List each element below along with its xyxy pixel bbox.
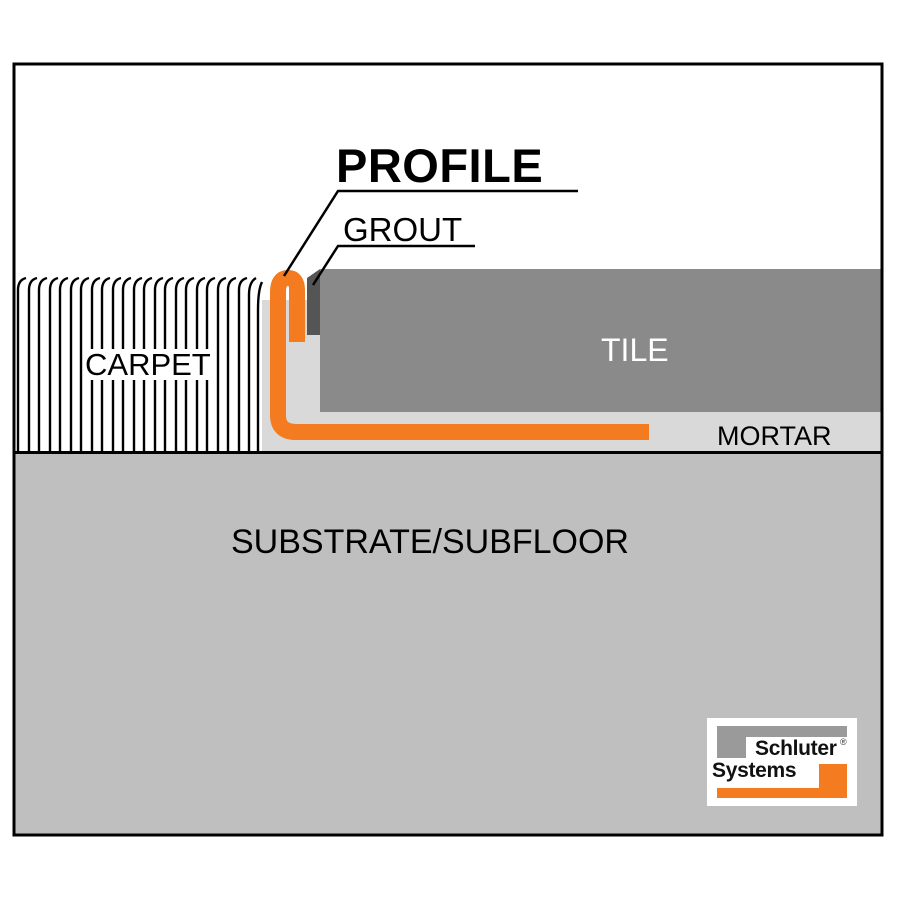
schluter-systems-logo: Schluter Systems ® xyxy=(707,718,857,806)
registered-mark: ® xyxy=(840,737,847,747)
profile-trim xyxy=(270,270,649,440)
tile-label: TILE xyxy=(601,332,669,368)
leader-lines xyxy=(282,189,578,286)
grout-joint xyxy=(307,269,320,335)
substrate-label: SUBSTRATE/SUBFLOOR xyxy=(231,523,629,561)
tile-layer xyxy=(320,269,882,412)
logo-orange-block xyxy=(819,764,847,798)
carpet-fibers xyxy=(16,276,264,452)
carpet-label: CARPET xyxy=(84,347,212,382)
logo-text-systems: Systems xyxy=(712,759,797,782)
profile-label: PROFILE xyxy=(336,139,544,192)
logo-grey-block xyxy=(717,726,746,758)
diagram-frame xyxy=(12,62,884,837)
grout-label: GROUT xyxy=(343,211,463,248)
logo-grey-bar xyxy=(717,726,847,737)
logo-text-schluter: Schluter xyxy=(755,737,837,760)
mortar-label: MORTAR xyxy=(717,421,832,451)
logo-orange-bar xyxy=(717,788,847,798)
